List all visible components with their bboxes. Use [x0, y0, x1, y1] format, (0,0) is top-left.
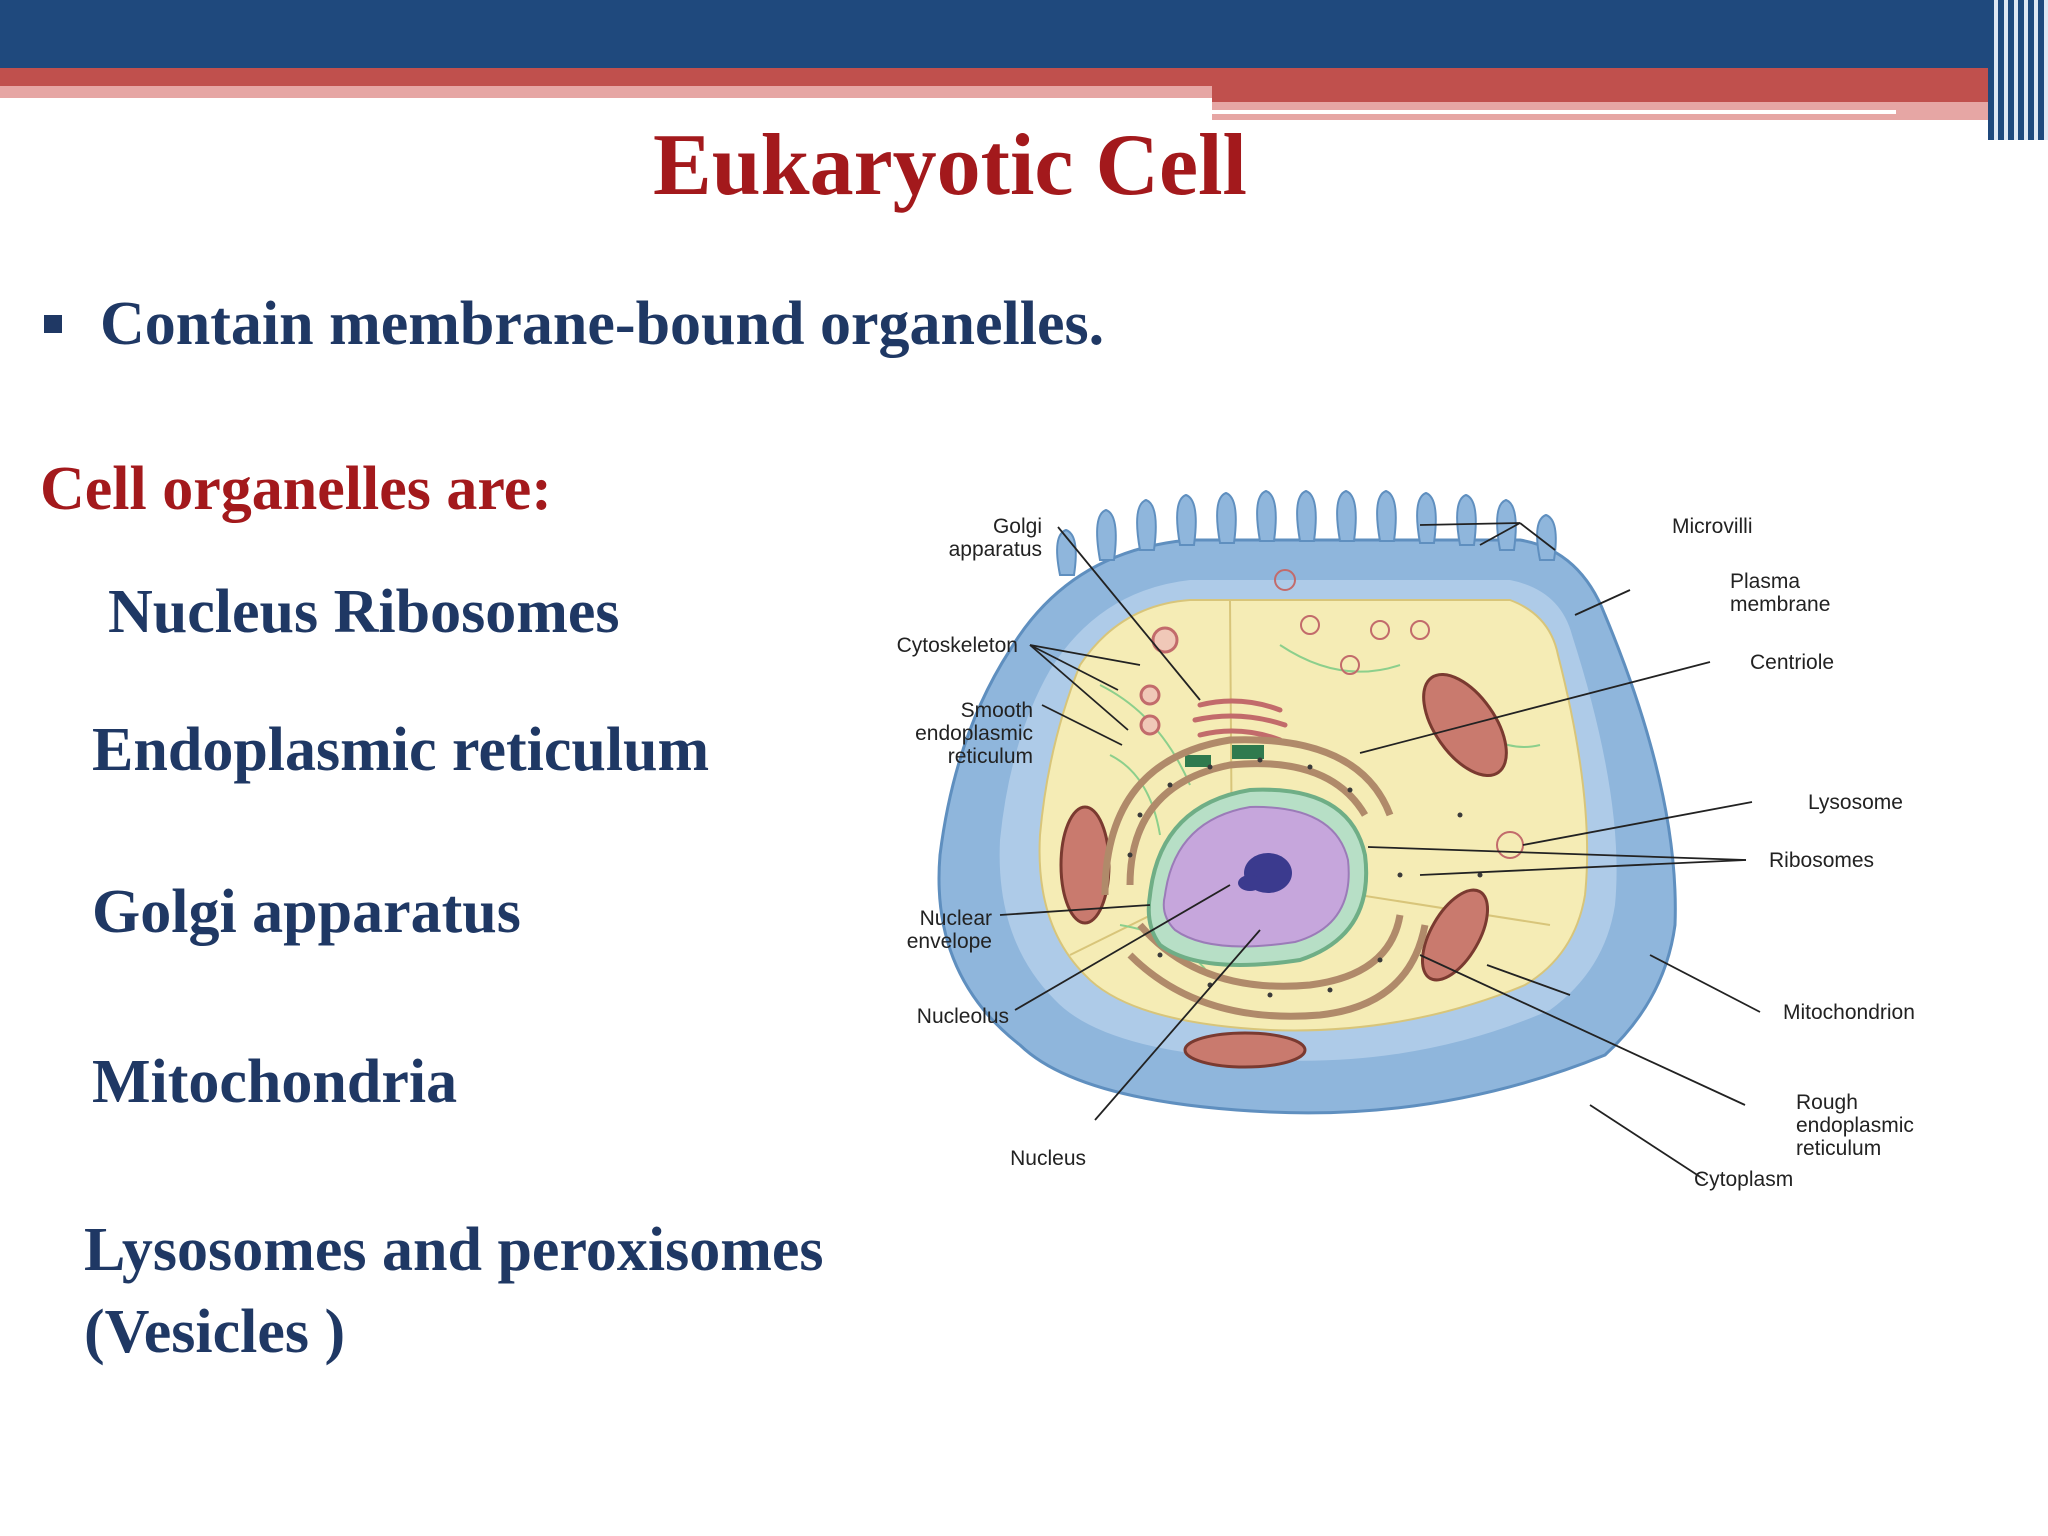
organelle-item-vesicles: (Vesicles ) [84, 1298, 346, 1366]
header-accent-stripe [0, 68, 1212, 86]
bullet-point: Contain membrane-bound organelles. [44, 290, 1104, 358]
header-accent-stripe-right [1212, 68, 2002, 102]
bullet-text: Contain membrane-bound organelles. [100, 290, 1105, 358]
label-cytoskeleton: Cytoskeleton [897, 634, 1018, 657]
label-nuclear-envelope: Nuclear [920, 907, 992, 930]
slide-title: Eukaryotic Cell [653, 117, 1247, 214]
label-smooth-er-2: endoplasmic [915, 722, 1033, 745]
label-plasma-membrane-2: membrane [1730, 593, 1830, 616]
header-corner-stripes [1988, 0, 2048, 140]
label-ribosomes: Ribosomes [1769, 849, 1874, 872]
cell-illustration [937, 489, 1677, 1115]
organelle-item-mitochondria: Mitochondria [92, 1048, 458, 1116]
label-nuclear-envelope-2: envelope [907, 930, 992, 953]
label-smooth-er-3: reticulum [948, 745, 1033, 768]
organelle-item-nucleus-ribosomes: Nucleus Ribosomes [108, 578, 620, 646]
label-plasma-membrane: Plasma [1730, 570, 1800, 593]
label-lysosome: Lysosome [1808, 791, 1903, 814]
label-rough-er-2: endoplasmic [1796, 1114, 1914, 1137]
organelles-heading: Cell organelles are: [40, 455, 552, 523]
header-accent-stripe-light [0, 86, 1212, 98]
organelle-item-er: Endoplasmic reticulum [92, 716, 710, 784]
label-nucleolus: Nucleolus [917, 1005, 1009, 1028]
label-nucleus: Nucleus [1010, 1147, 1086, 1170]
header-divider [1212, 110, 1896, 114]
label-cytoplasm: Cytoplasm [1694, 1168, 1793, 1191]
label-centriole: Centriole [1750, 651, 1834, 674]
label-rough-er: Rough [1796, 1091, 1858, 1114]
organelle-item-lysosomes: Lysosomes and peroxisomes [84, 1216, 824, 1284]
label-rough-er-3: reticulum [1796, 1137, 1881, 1160]
eukaryotic-cell-diagram: Golgi apparatus Cytoskeleton Smooth endo… [897, 489, 1915, 1191]
label-mitochondrion: Mitochondrion [1783, 1001, 1915, 1024]
label-golgi: Golgi [993, 515, 1042, 538]
label-smooth-er: Smooth [961, 699, 1033, 722]
label-microvilli: Microvilli [1672, 515, 1753, 538]
label-golgi-2: apparatus [949, 538, 1042, 561]
square-bullet-icon [44, 315, 62, 334]
header-bar [0, 0, 2048, 68]
organelle-item-golgi: Golgi apparatus [92, 878, 521, 946]
